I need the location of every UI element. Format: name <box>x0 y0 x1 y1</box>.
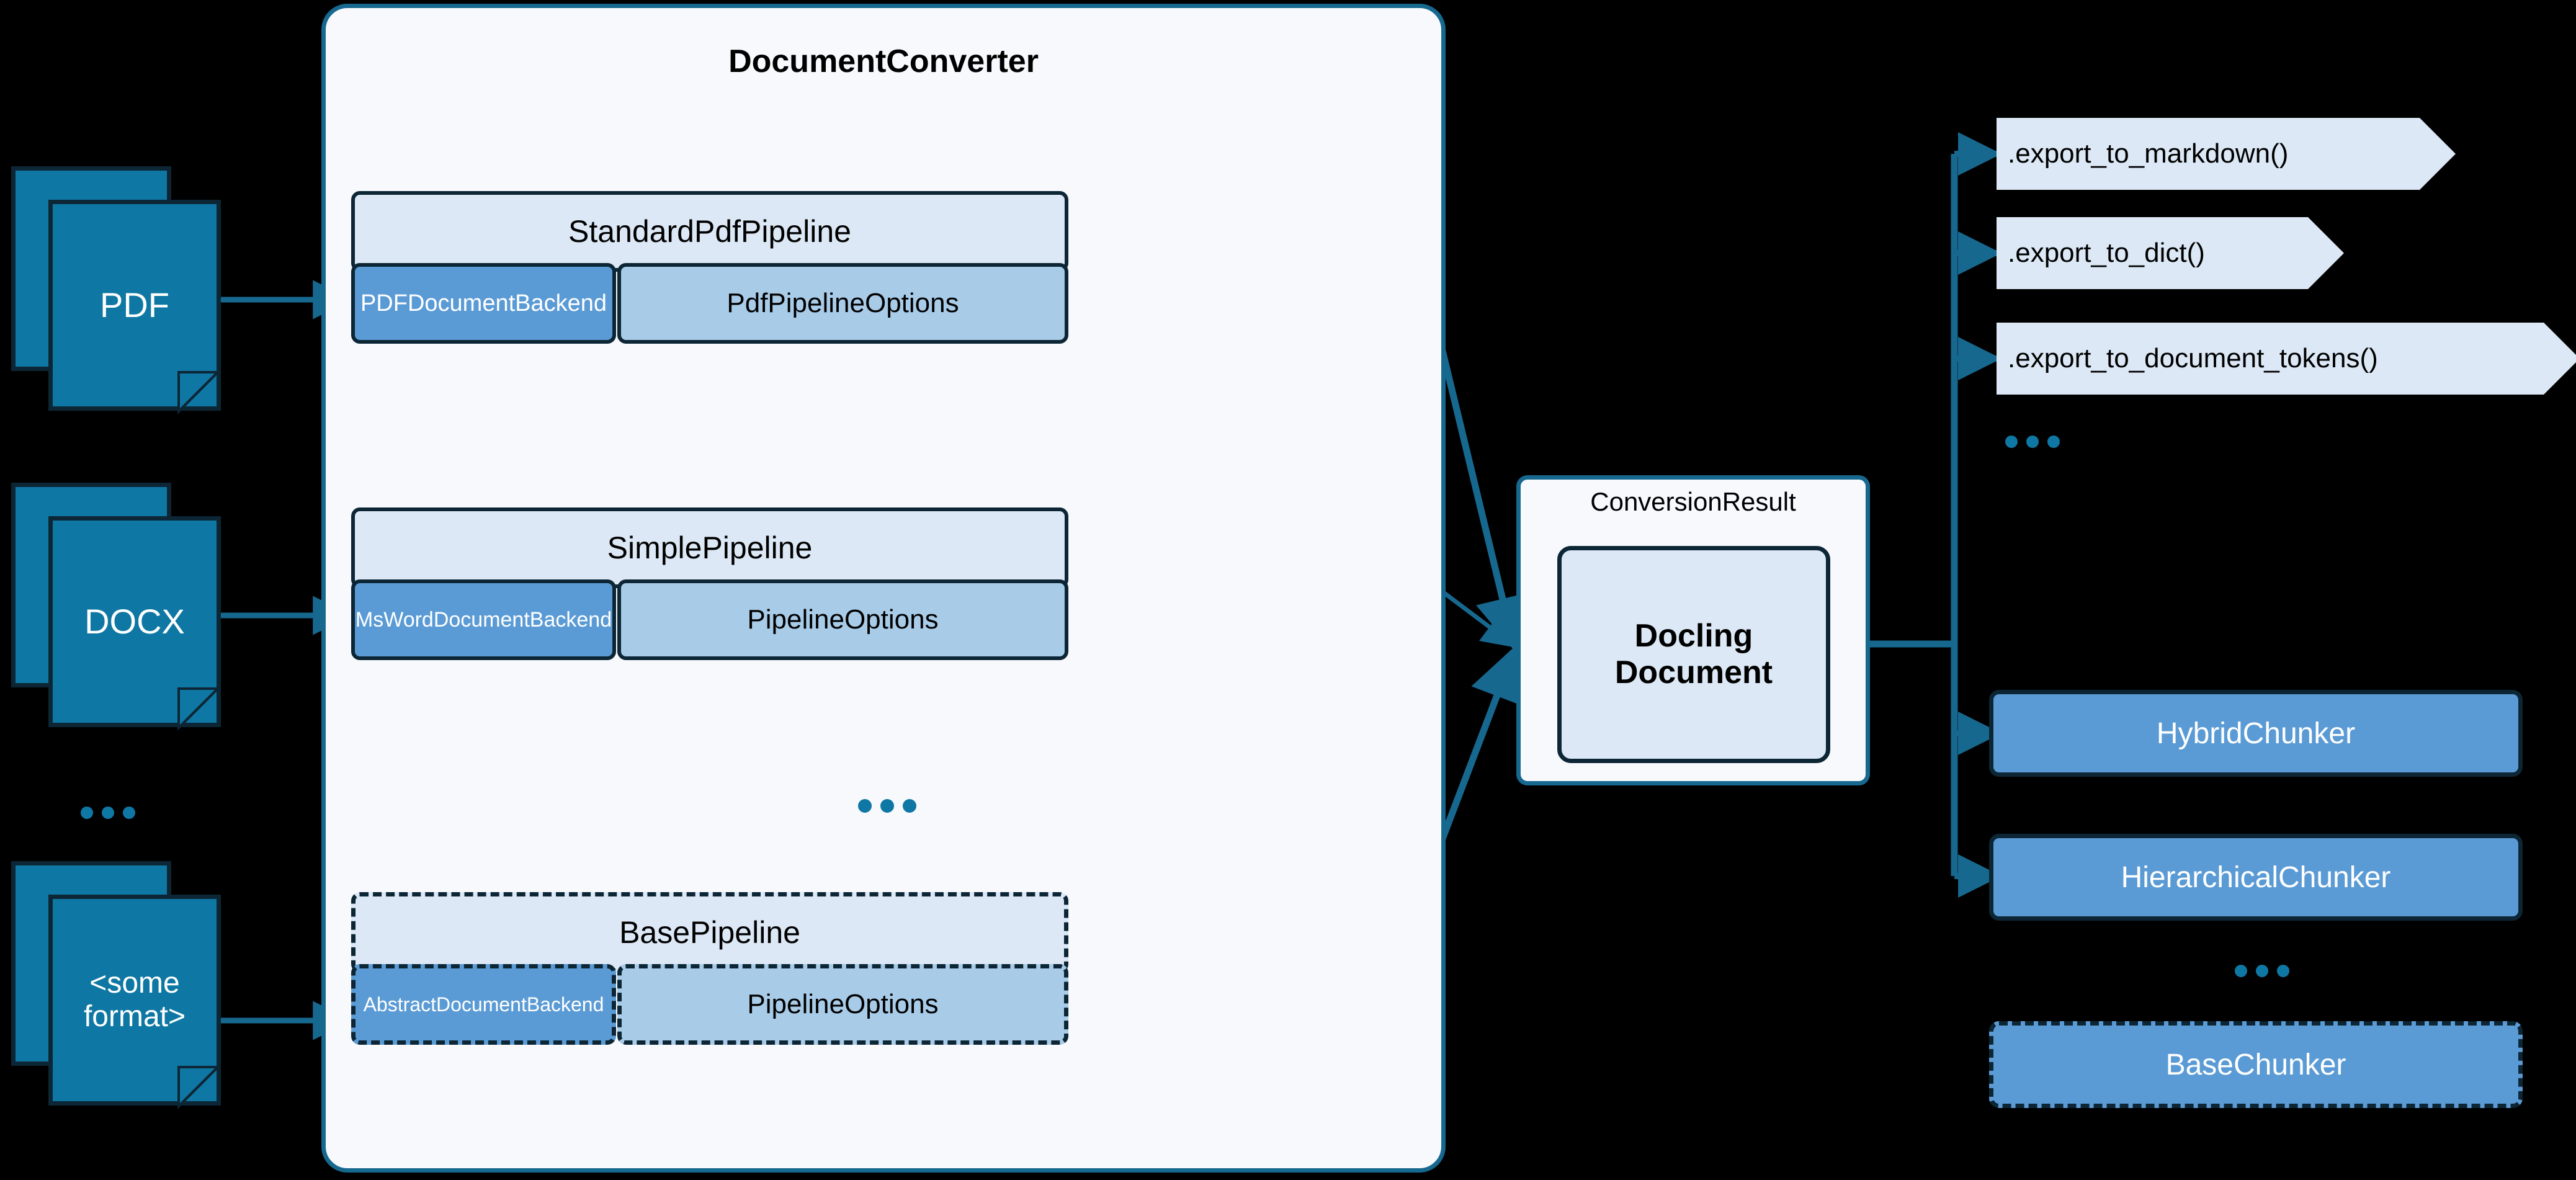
hybrid-chunker-label: HybridChunker <box>2156 717 2356 750</box>
export-to-markdown[interactable]: .export_to_markdown() <box>1997 118 2456 190</box>
docling-document-box[interactable]: Docling Document <box>1557 546 1830 763</box>
export-to-markdown-label: .export_to_markdown() <box>2008 138 2289 169</box>
input-doc-pdf-label: PDF <box>100 285 169 324</box>
export-to-dict-label: .export_to_dict() <box>2008 238 2205 268</box>
standard-pdf-pipeline-head[interactable]: StandardPdfPipeline <box>351 191 1068 272</box>
export-to-document-tokens-label: .export_to_document_tokens() <box>2008 343 2378 373</box>
simple-pipeline-label: SimplePipeline <box>607 530 813 565</box>
base-chunker[interactable]: BaseChunker <box>1989 1021 2523 1108</box>
input-doc-some-format[interactable]: <some format> <box>11 861 222 1109</box>
base-chunker-label: BaseChunker <box>2165 1048 2346 1081</box>
page-fold-inner-icon <box>180 1068 215 1103</box>
base-pipeline-label: BasePipeline <box>619 915 800 950</box>
base-pipeline-options[interactable]: PipelineOptions <box>617 964 1068 1045</box>
export-to-document-tokens[interactable]: .export_to_document_tokens() <box>1997 323 2576 395</box>
input-doc-docx-label: DOCX <box>84 601 185 641</box>
standard-pdf-pipeline-label: StandardPdfPipeline <box>568 214 851 249</box>
page-fold-inner-icon <box>180 373 215 408</box>
msword-document-backend-label: MsWordDocumentBackend <box>355 607 612 632</box>
base-pipeline-head[interactable]: BasePipeline <box>351 892 1068 973</box>
input-doc-pdf[interactable]: PDF <box>11 166 222 414</box>
docling-document-label-line1: Docling <box>1634 617 1753 654</box>
hybrid-chunker[interactable]: HybridChunker <box>1989 690 2523 777</box>
abstract-document-backend[interactable]: AbstractDocumentBackend <box>351 964 616 1045</box>
chunkers-ellipsis <box>2235 965 2289 977</box>
hierarchical-chunker-label: HierarchicalChunker <box>2121 860 2391 894</box>
simple-pipeline-options-label: PipelineOptions <box>747 604 939 635</box>
abstract-document-backend-label: AbstractDocumentBackend <box>363 993 604 1016</box>
base-pipeline-options-label: PipelineOptions <box>747 989 939 1019</box>
docling-document-label-line2: Document <box>1614 655 1773 691</box>
input-doc-some-format-label-line1: <some <box>89 967 180 1000</box>
export-to-dict[interactable]: .export_to_dict() <box>1997 217 2344 289</box>
document-converter-title: DocumentConverter <box>728 43 1039 79</box>
page-fold-inner-icon <box>180 690 215 725</box>
msword-document-backend[interactable]: MsWordDocumentBackend <box>351 579 616 660</box>
converter-ellipsis <box>858 799 916 813</box>
pdf-document-backend[interactable]: PDFDocumentBackend <box>351 263 616 344</box>
pdf-pipeline-options-label: PdfPipelineOptions <box>727 288 959 318</box>
pdf-pipeline-options[interactable]: PdfPipelineOptions <box>617 263 1068 344</box>
input-doc-some-format-label-line2: format> <box>83 1000 186 1033</box>
exports-ellipsis <box>2005 436 2060 448</box>
hierarchical-chunker[interactable]: HierarchicalChunker <box>1989 834 2523 921</box>
conversion-result-title: ConversionResult <box>1590 487 1796 516</box>
input-ellipsis <box>81 807 135 819</box>
input-doc-docx[interactable]: DOCX <box>11 483 222 731</box>
simple-pipeline-options[interactable]: PipelineOptions <box>617 579 1068 660</box>
pdf-document-backend-label: PDFDocumentBackend <box>360 290 607 316</box>
simple-pipeline-head[interactable]: SimplePipeline <box>351 507 1068 588</box>
